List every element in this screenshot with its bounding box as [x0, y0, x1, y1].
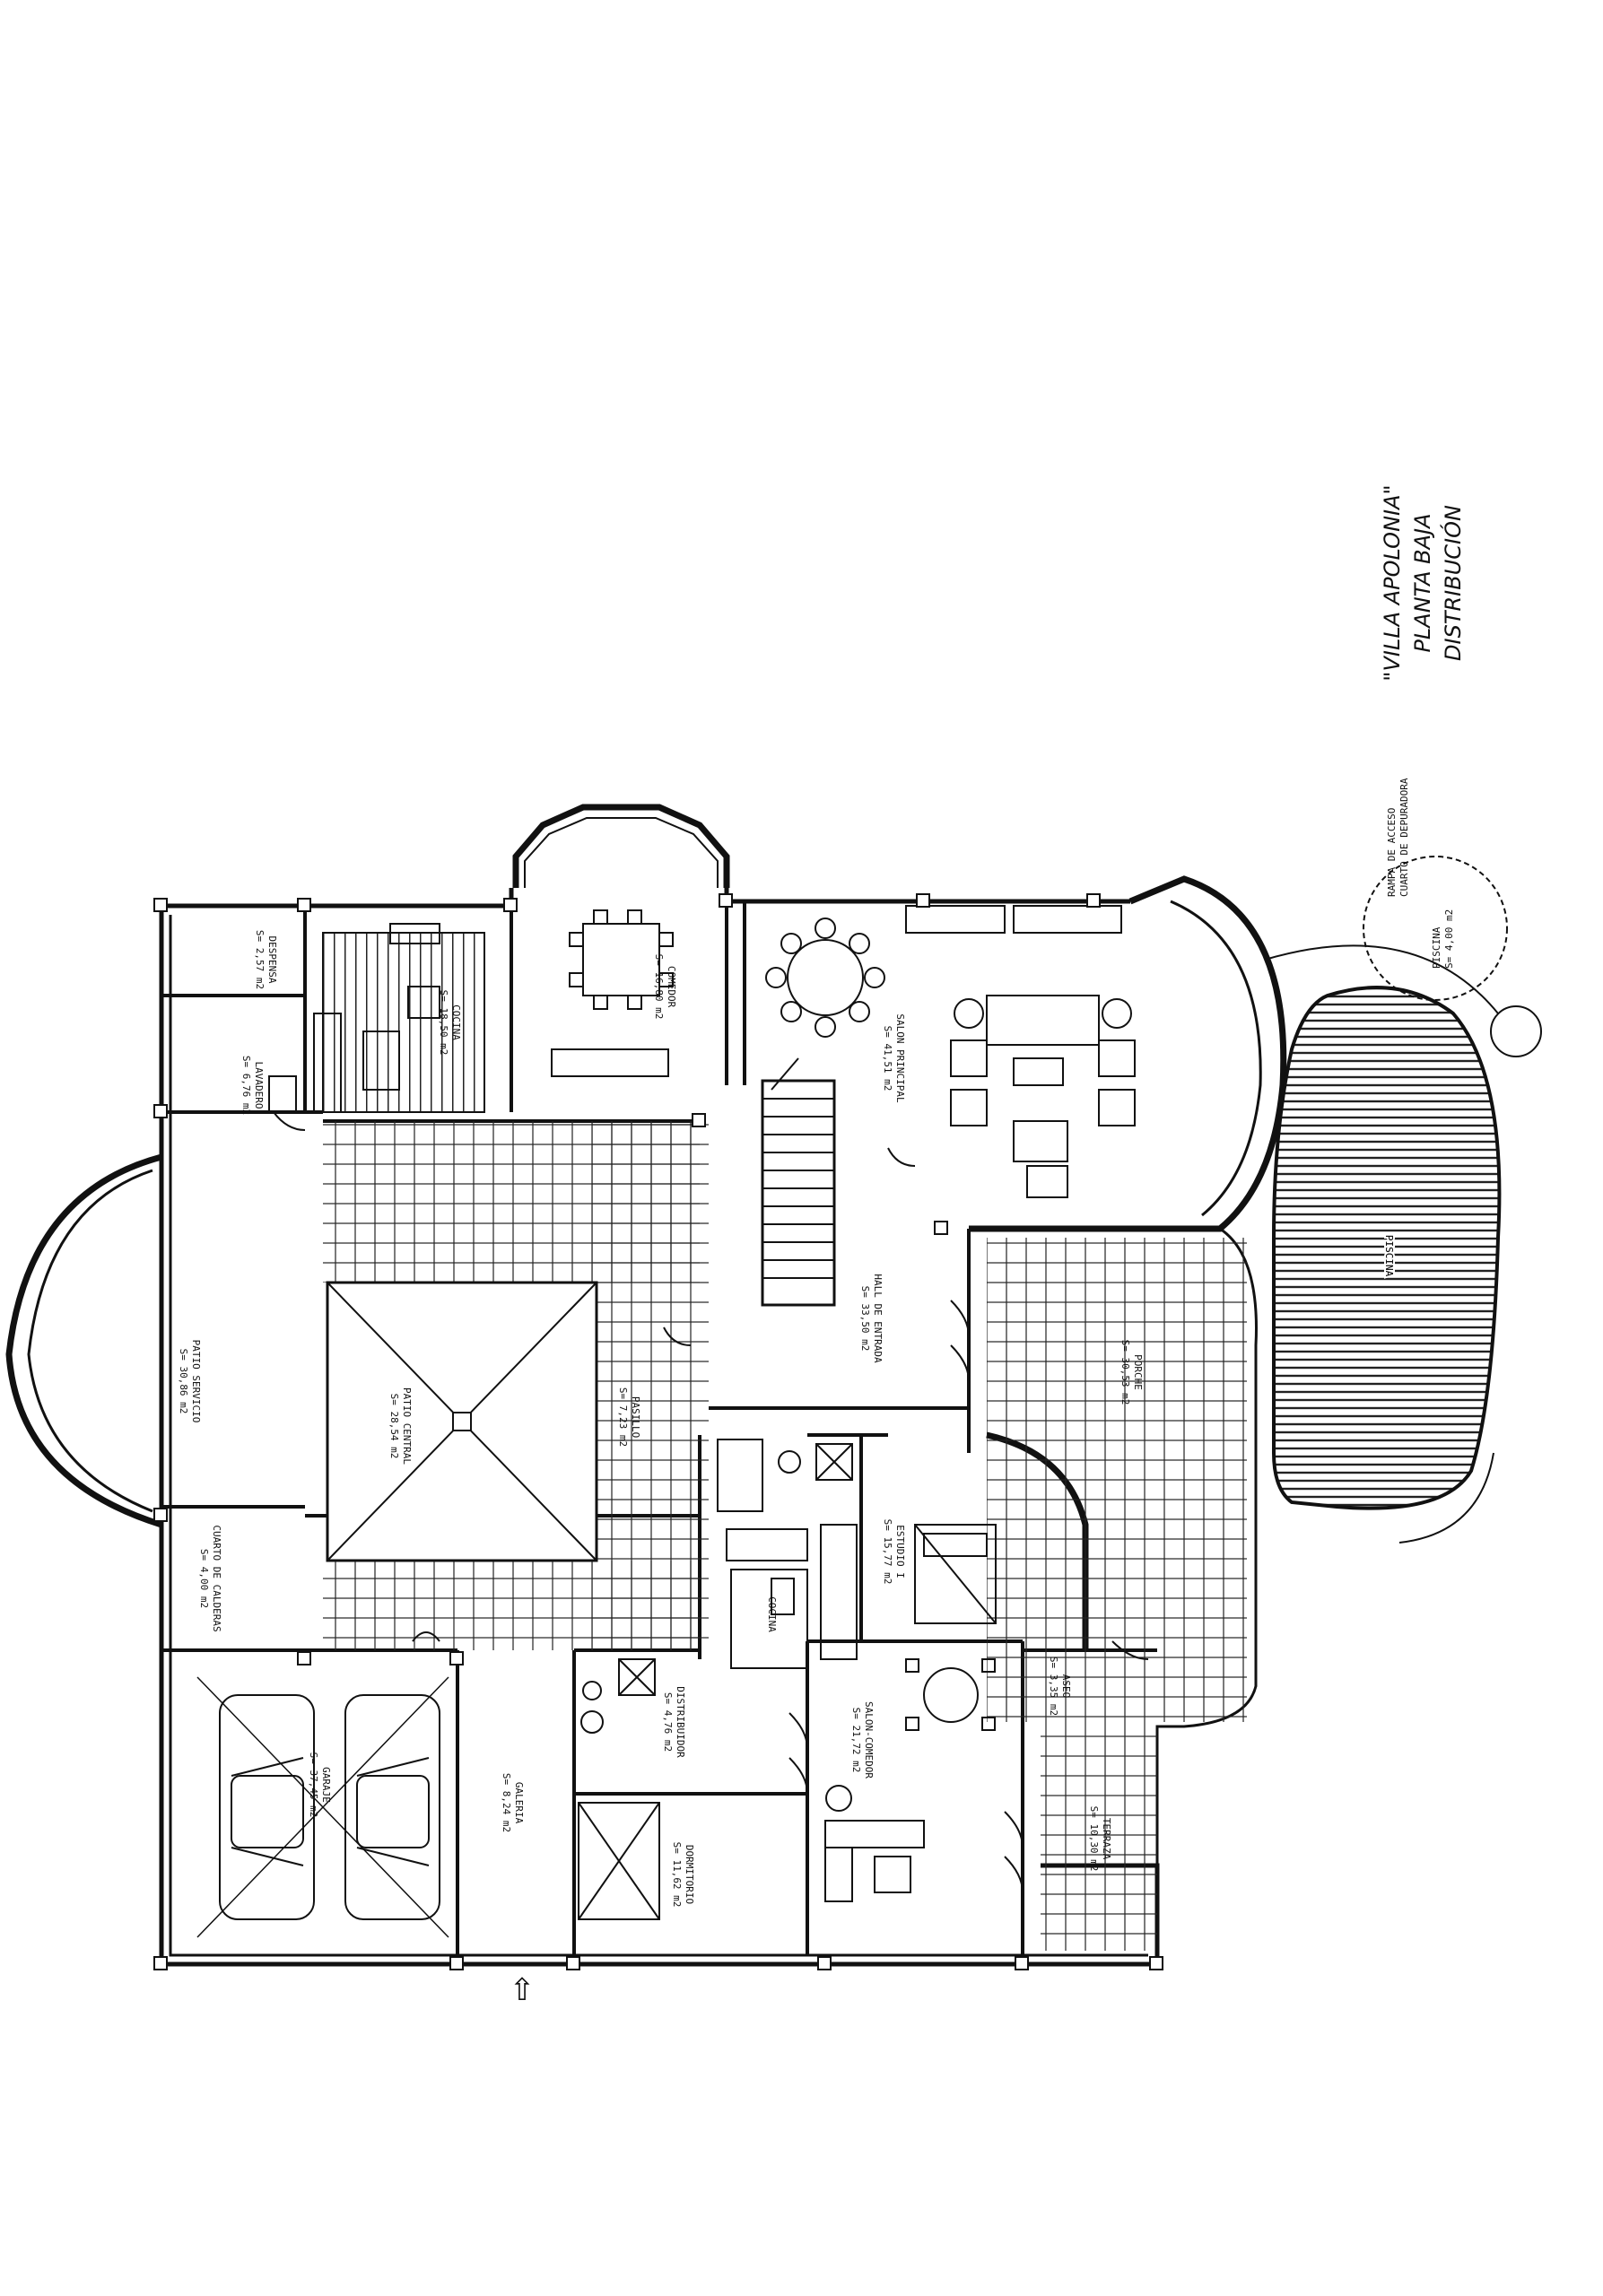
cocina2-counters — [726, 1524, 858, 1669]
area-cuarto-calderas: S= 4,00 m2 — [198, 1549, 210, 1608]
label-terraza: TERRAZA — [1101, 1818, 1112, 1860]
area-salon: S= 41,51 m2 — [882, 1026, 893, 1091]
patio-servicio-arc — [5, 1153, 163, 1528]
label-distribuidor: DISTRIBUIDOR — [675, 1686, 686, 1758]
label-patio-central: PATIO CENTRAL — [401, 1387, 413, 1465]
label-galeria: GALERIA — [513, 1782, 525, 1824]
area-aseo: S= 3,35 m2 — [1048, 1657, 1059, 1716]
area-hall: S= 33,50 m2 — [859, 1286, 871, 1352]
title-line-3: DISTRIBUCIÓN — [1439, 505, 1466, 661]
columns — [153, 893, 1163, 1970]
area-distribuidor: S= 4,76 m2 — [662, 1692, 674, 1752]
area-salon-comedor: S= 21,72 m2 — [850, 1708, 862, 1773]
porche-tiles — [987, 1238, 1247, 1722]
salon-sofa-set — [905, 905, 1136, 1126]
label-cocina2: COCINA — [766, 1596, 778, 1632]
fireplace — [1013, 1120, 1068, 1198]
label-garaje: GARAJE — [320, 1767, 332, 1803]
estudio-bed — [914, 1524, 997, 1624]
salon-comedor-furniture — [824, 1658, 996, 1902]
dormitorio-bed — [578, 1802, 660, 1920]
pool — [1272, 986, 1502, 1510]
area-lavadero: S= 6,76 m2 — [240, 1056, 252, 1115]
access-note-4: S= 4,00 m2 — [1443, 909, 1455, 969]
label-lavadero: LAVADERO — [253, 1062, 265, 1109]
area-dormitorio: S= 11,62 m2 — [671, 1842, 683, 1908]
label-pasillo: PASILLO — [630, 1396, 641, 1438]
area-comedor: S= 16,80 m2 — [653, 954, 665, 1020]
cocina-floor — [322, 932, 485, 1113]
label-dormitorio: DORMITORIO — [684, 1845, 695, 1904]
car-right — [344, 1694, 440, 1920]
salon-round-table — [765, 918, 885, 1038]
access-note-3: PISCINA — [1431, 926, 1442, 969]
door-marks — [273, 1111, 1149, 1893]
area-pasillo: S= 7,23 m2 — [617, 1387, 629, 1447]
area-estudio: S= 15,77 m2 — [882, 1519, 893, 1585]
entry-arrow-icon: ⇧ — [510, 1972, 536, 2008]
label-aseo: ASEO — [1060, 1674, 1072, 1699]
area-terraza: S= 10,30 m2 — [1088, 1806, 1100, 1872]
access-note-2: CUARTO DE DEPURADORA — [1398, 778, 1410, 897]
access-note-1: RAMPA DE ACCESO — [1386, 808, 1398, 897]
label-porche: PORCHE — [1132, 1354, 1144, 1390]
depuradora-circle — [1363, 856, 1508, 1001]
car-left — [219, 1694, 315, 1920]
area-cocina: S= 18,50 m2 — [438, 990, 449, 1056]
label-cuarto-calderas: CUARTO DE CALDERAS — [211, 1525, 222, 1631]
title-line-2: PLANTA BAJA — [1410, 513, 1435, 652]
kitchen-fixtures — [268, 923, 440, 1113]
label-cocina: COCINA — [450, 1004, 462, 1040]
label-comedor: COMEDOR — [666, 966, 677, 1008]
area-patio-servicio: S= 30,86 m2 — [178, 1349, 189, 1414]
garaje-diagonals — [196, 1676, 449, 1938]
comedor-table — [551, 909, 674, 1077]
salon-curved-wall — [969, 875, 1287, 1232]
bathroom-fixtures — [580, 1439, 853, 1734]
label-despensa: DESPENSA — [266, 936, 278, 984]
label-pool-text: PISCINA — [1383, 1235, 1395, 1277]
area-garaje: S= 37,45 m2 — [308, 1752, 319, 1818]
area-galeria: S= 8,24 m2 — [501, 1773, 512, 1832]
label-pool: PISCINA — [1383, 1235, 1395, 1277]
label-salon-comedor: SALON-COMEDOR — [863, 1701, 875, 1779]
label-estudio: ESTUDIO I — [894, 1525, 906, 1578]
area-porche: S= 30,53 m2 — [1119, 1340, 1131, 1405]
area-patio-central: S= 28,54 m2 — [388, 1394, 400, 1459]
label-patio-servicio: PATIO SERVICIO — [190, 1340, 202, 1423]
label-salon: SALON PRINCIPAL — [894, 1013, 906, 1103]
terraza-tiles — [1041, 1722, 1157, 1951]
title-line-1: "VILLA APOLONIA" — [1380, 484, 1405, 681]
patio-central-tiles-s — [323, 1561, 700, 1650]
comedor-bay-window — [512, 804, 730, 888]
staircase — [761, 1057, 836, 1307]
label-hall: HALL DE ENTRADA — [872, 1274, 884, 1363]
area-despensa: S= 2,57 m2 — [254, 930, 266, 989]
